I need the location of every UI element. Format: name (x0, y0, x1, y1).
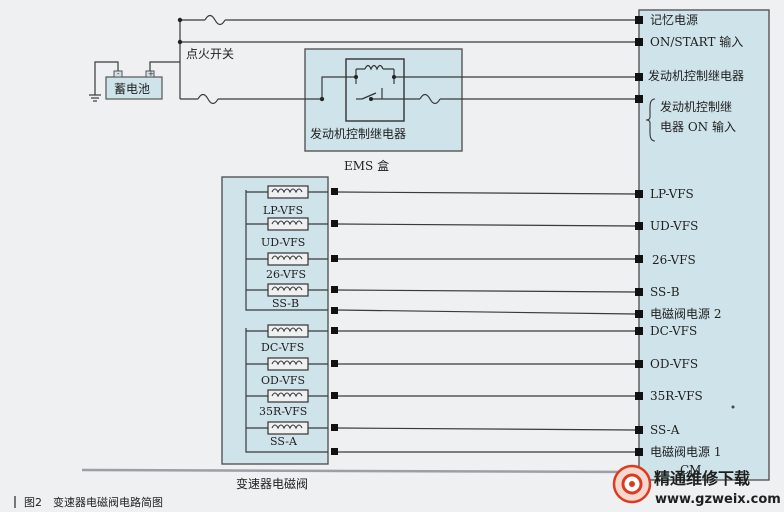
solenoid-row: SS-A (246, 421, 328, 448)
ecm-label-ud-vfs: UD-VFS (650, 219, 698, 233)
battery-label: 蓄电池 (114, 82, 150, 96)
fuse-icon (204, 14, 226, 26)
svg-text:-: - (117, 70, 120, 78)
solenoid-coil-icon (271, 255, 303, 261)
ecm-label-lp-vfs: LP-VFS (650, 187, 694, 201)
solenoid-rail-2 (245, 190, 328, 311)
ecm-label-memory-power: 记忆电源 (650, 13, 698, 27)
battery-ground-wire (94, 61, 119, 95)
ignition-switch-label: 点火开关 (186, 47, 234, 61)
solenoid-row: OD-VFS (246, 357, 328, 387)
relay-label: 发动机控制继电器 (310, 126, 406, 141)
solenoid-row: SS-B (246, 283, 328, 310)
solenoid-row: 35R-VFS (246, 389, 328, 418)
relay-switch-icon (361, 92, 377, 100)
caption-marker (14, 496, 16, 508)
ecm-label-relay-on-1: 发动机控制继 (660, 99, 732, 114)
fuse-icon (419, 93, 441, 105)
solenoid-label: LP-VFS (263, 204, 303, 217)
ecm-label-26-vfs: 26-VFS (652, 253, 696, 267)
ems-box-label: EMS 盒 (344, 158, 389, 173)
solenoid-coil-icon (271, 327, 303, 333)
solenoid-label: OD-VFS (261, 374, 305, 387)
watermark-logo: 精通维修下载 www.gzweix.com (612, 464, 781, 507)
solenoid-label: 26-VFS (266, 268, 306, 281)
solenoid-row: DC-VFS (246, 324, 328, 354)
ecm-label: CM (680, 463, 701, 477)
solenoid-label: 35R-VFS (259, 405, 307, 418)
solenoid-row: 26-VFS (246, 252, 328, 281)
battery: - + 蓄电池 (105, 70, 163, 100)
fuse-icon (197, 93, 219, 105)
figure-caption: 图2 变速器电磁阀电路简图 (24, 495, 163, 509)
ecm-label-engine-relay: 发动机控制继电器 (648, 68, 744, 83)
relay-frame (345, 58, 405, 122)
solenoid-label: SS-A (270, 435, 298, 448)
baseline-rule (81, 468, 641, 474)
ems-box (304, 48, 463, 152)
solenoid-label: SS-B (272, 297, 299, 310)
solenoid-coil-icon (271, 220, 303, 226)
solenoid-coil-icon (271, 188, 303, 194)
relay-coil-icon (364, 64, 384, 71)
solenoid-coil-icon (271, 360, 303, 366)
solenoid-label: DC-VFS (261, 341, 304, 354)
ecm-label-ss-a: SS-A (650, 423, 680, 437)
solenoid-rail-1 (245, 328, 328, 453)
solenoid-box-label: 变速器电磁阀 (236, 476, 308, 491)
ecm-input-connectors (635, 16, 643, 456)
ground-icon (89, 94, 101, 102)
ecm-label-solenoid-power-1: 电磁阀电源 1 (650, 444, 721, 459)
ecm-label-on-start: ON/START 输入 (650, 34, 743, 49)
solenoid-connectors (331, 188, 338, 455)
ecm-box (638, 9, 770, 481)
solenoid-label: UD-VFS (261, 236, 305, 249)
solenoid-coil-icon (271, 424, 303, 430)
ecm-label-dc-vfs: DC-VFS (650, 324, 697, 338)
solenoid-row: LP-VFS (246, 185, 328, 217)
brace-icon (645, 98, 656, 142)
battery-positive-wire (149, 61, 180, 71)
solenoid-coil-icon (271, 392, 303, 398)
ecm-label-od-vfs: OD-VFS (650, 357, 698, 371)
ecm-label-ss-b: SS-B (650, 285, 680, 299)
solenoid-coil-icon (271, 286, 303, 292)
watermark-url: www.gzweix.com (655, 492, 781, 507)
solenoid-ecm-wires (337, 191, 636, 453)
ecm-label-35r-vfs: 35R-VFS (650, 389, 703, 403)
solenoid-row: UD-VFS (246, 217, 328, 249)
watermark-title: 精通维修下载 (654, 469, 750, 488)
svg-text:+: + (148, 70, 154, 78)
ecm-label-relay-on-2: 电器 ON 输入 (660, 119, 736, 134)
ecm-label-solenoid-power-2: 电磁阀电源 2 (650, 306, 721, 321)
